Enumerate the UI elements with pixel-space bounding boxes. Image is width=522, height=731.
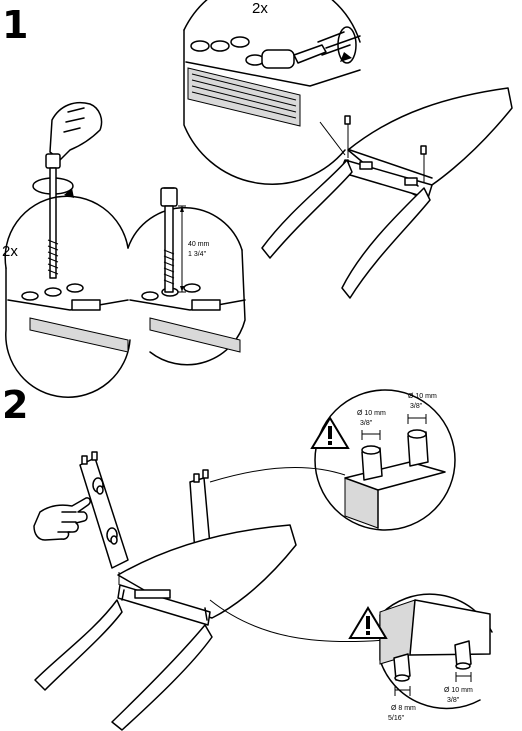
screwdriver-icon	[294, 45, 326, 63]
dowel-size-upper-left-mm: Ø 10 mm	[357, 410, 386, 417]
warning-icon	[312, 418, 348, 448]
step-number-1: 1	[2, 3, 28, 47]
bolt-head	[46, 154, 60, 168]
step-number-2: 2	[2, 383, 28, 427]
leg-right	[112, 625, 212, 730]
leg-left	[35, 600, 122, 690]
dowel-size-upper-right-mm: Ø 10 mm	[408, 393, 437, 400]
hex-bolt-icon	[161, 188, 177, 206]
inset-screwdriver-detail: 2x	[184, 0, 360, 184]
pointing-hand-icon	[34, 498, 90, 540]
inset-bolt-insert	[5, 196, 130, 397]
bolt-length-in: 1 3/4"	[188, 251, 207, 258]
chair-frame-step2	[35, 525, 296, 730]
dowel-size-lower-right-mm: Ø 10 mm	[444, 687, 473, 694]
quantity-label-top: 2x	[252, 0, 268, 17]
bolt-length-mm: 40 mm	[188, 241, 210, 248]
cam-lock	[262, 50, 294, 68]
inset-bolt-measure: 40 mm 1 3/4"	[128, 188, 245, 365]
hand	[50, 103, 102, 160]
dowel-size-upper-left-in: 3/8"	[360, 420, 373, 427]
hand-insert-bolt	[33, 103, 102, 278]
leg-left	[262, 160, 352, 258]
dowel-size-lower-left-in: 5/16"	[388, 715, 405, 722]
inset-dowels-upper: Ø 10 mm 3/8" Ø 10 mm 3/8"	[315, 390, 455, 530]
dowel-size-lower-left-mm: Ø 8 mm	[391, 705, 416, 712]
inset-dowels-lower: Ø 8 mm 5/16" Ø 10 mm 3/8"	[380, 594, 492, 722]
leg-right	[342, 188, 430, 298]
dowel-size-lower-right-in: 3/8"	[447, 697, 460, 704]
dowel-size-upper-right-in: 3/8"	[410, 403, 423, 410]
